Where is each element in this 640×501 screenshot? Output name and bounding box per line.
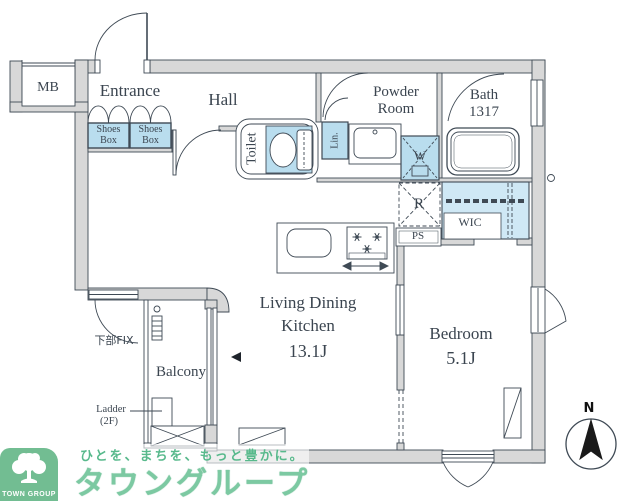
label-linen: Lin. [329, 132, 341, 149]
label-bedroom-size: 5.1J [446, 348, 476, 368]
compass [565, 418, 617, 470]
label-pipe-space: PS [411, 230, 425, 242]
label-ladder-floor: (2F) [99, 416, 119, 427]
bathroom [446, 73, 544, 176]
washbasin [348, 123, 402, 165]
label-wic: WIC [458, 215, 482, 229]
label-bath: Bath 1317 [469, 87, 499, 120]
bedroom-closet [503, 387, 522, 439]
powder-room-door [322, 72, 369, 121]
balcony-sliding-window [206, 307, 218, 426]
balcony-hatch [150, 425, 205, 447]
label-ldk-size: 13.1J [288, 341, 328, 361]
label-ldk-line1: Living Dining [259, 293, 357, 312]
wall-marker-dot [547, 174, 555, 182]
mb-meter-box [21, 60, 76, 107]
linen-closet [321, 121, 349, 160]
ladder-box [130, 397, 173, 427]
tree-icon [12, 453, 46, 483]
refrigerator-space [398, 182, 441, 227]
label-powder-room: Powder Room [373, 84, 419, 117]
washing-machine-pan [400, 135, 440, 181]
label-bedroom: Bedroom [429, 324, 493, 343]
label-fix-window: 下部FIX [94, 334, 134, 347]
bedroom-window [441, 450, 495, 488]
label-balcony: Balcony [156, 364, 206, 380]
logo-text: TOWN GROUP [2, 491, 56, 498]
label-compass-north: N [583, 401, 595, 416]
bedroom-side-door [530, 286, 567, 334]
walk-in-closet [441, 181, 530, 240]
brand-tagline: ひとを、まちを、もっと豊かに。 [76, 444, 309, 465]
shoes-box-cabinets [87, 105, 172, 149]
stove-burner-icon [352, 232, 382, 254]
label-entrance: Entrance [99, 81, 161, 100]
fix-window [88, 289, 139, 344]
label-ladder: Ladder [96, 404, 126, 415]
label-shoes-box-1: Shoes Box [96, 124, 121, 146]
entrance-door [94, 12, 151, 74]
hall-door [172, 129, 222, 176]
kitchen-counter [276, 222, 395, 274]
label-ldk-line2: Kitchen [281, 316, 335, 335]
label-mb: MB [37, 80, 59, 95]
town-group-logo: TOWN GROUP [0, 448, 58, 501]
ldk-shelf [238, 427, 286, 446]
label-hall: Hall [208, 90, 238, 109]
pipe-space-box [395, 227, 442, 247]
label-refrigerator: R [413, 196, 424, 212]
toilet-room [235, 118, 319, 180]
brand-name: タウングループ [74, 466, 311, 501]
label-shoes-box-2: Shoes Box [138, 124, 163, 146]
light-direction-arrow [231, 352, 241, 362]
label-washer: W [413, 148, 427, 163]
ldk-bedroom-sliding-door [395, 284, 405, 443]
label-toilet: Toilet [244, 132, 260, 165]
